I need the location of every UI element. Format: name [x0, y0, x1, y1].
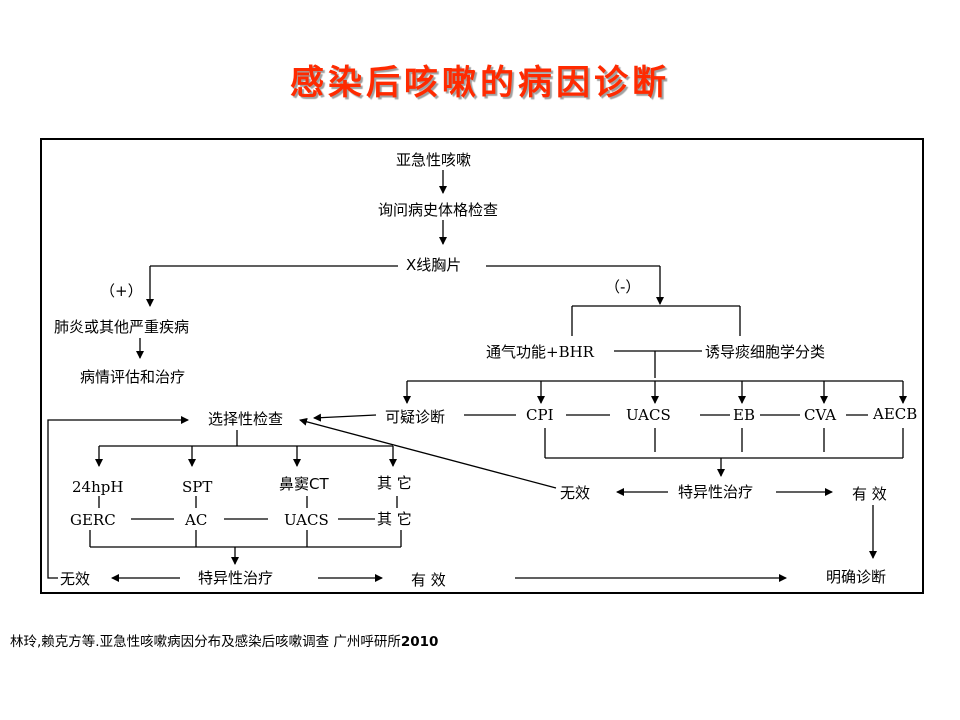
node-specific-treatment-right: 特异性治疗: [678, 483, 754, 501]
node-24hph: 24hpH: [72, 478, 124, 496]
node-gerc: GERC: [70, 511, 116, 529]
node-subacute-cough: 亚急性咳嗽: [396, 151, 472, 169]
node-uacs-left: UACS: [284, 511, 329, 529]
citation-year: 2010: [400, 634, 439, 650]
node-sinus-ct: 鼻窦CT: [279, 475, 329, 493]
citation: 林玲,赖克方等.亚急性咳嗽病因分布及感染后咳嗽调查 广州呼研所2010: [10, 630, 438, 650]
label-positive: （+）: [100, 282, 143, 300]
flowchart-frame: [40, 138, 924, 594]
node-cpi: CPI: [526, 406, 554, 424]
slide-title: 感染后咳嗽的病因诊断: [290, 63, 670, 103]
label-negative: （-）: [605, 278, 641, 296]
node-assess-treat: 病情评估和治疗: [80, 368, 186, 386]
node-specific-treatment-left: 特异性治疗: [198, 569, 274, 587]
node-effective-left: 有 效: [411, 571, 446, 589]
node-xray: X线胸片: [406, 256, 462, 274]
node-spt: SPT: [182, 478, 213, 496]
node-history-exam: 询问病史体格检查: [378, 201, 499, 219]
citation-text: 林玲,赖克方等.亚急性咳嗽病因分布及感染后咳嗽调查 广州呼研所: [10, 634, 401, 650]
node-induced-sputum: 诱导痰细胞学分类: [705, 343, 826, 361]
node-pneumonia: 肺炎或其他严重疾病: [54, 318, 190, 336]
node-cva: CVA: [804, 406, 837, 424]
node-effective-right: 有 效: [852, 485, 887, 503]
node-other-bottom: 其 它: [377, 510, 412, 528]
node-aecb: AECB: [873, 405, 918, 423]
node-suspected-diagnosis: 可疑诊断: [385, 408, 446, 426]
node-uacs-right: UACS: [626, 406, 671, 424]
node-invalid-left: 无效: [60, 570, 91, 588]
node-invalid-right: 无效: [560, 484, 591, 502]
node-eb: EB: [733, 406, 755, 424]
node-ac: AC: [185, 511, 208, 529]
node-selective-exam: 选择性检查: [208, 410, 284, 428]
node-other-top: 其 它: [377, 474, 412, 492]
node-lung-function: 通气功能+BHR: [486, 343, 594, 361]
node-confirmed-diagnosis: 明确诊断: [826, 568, 887, 586]
